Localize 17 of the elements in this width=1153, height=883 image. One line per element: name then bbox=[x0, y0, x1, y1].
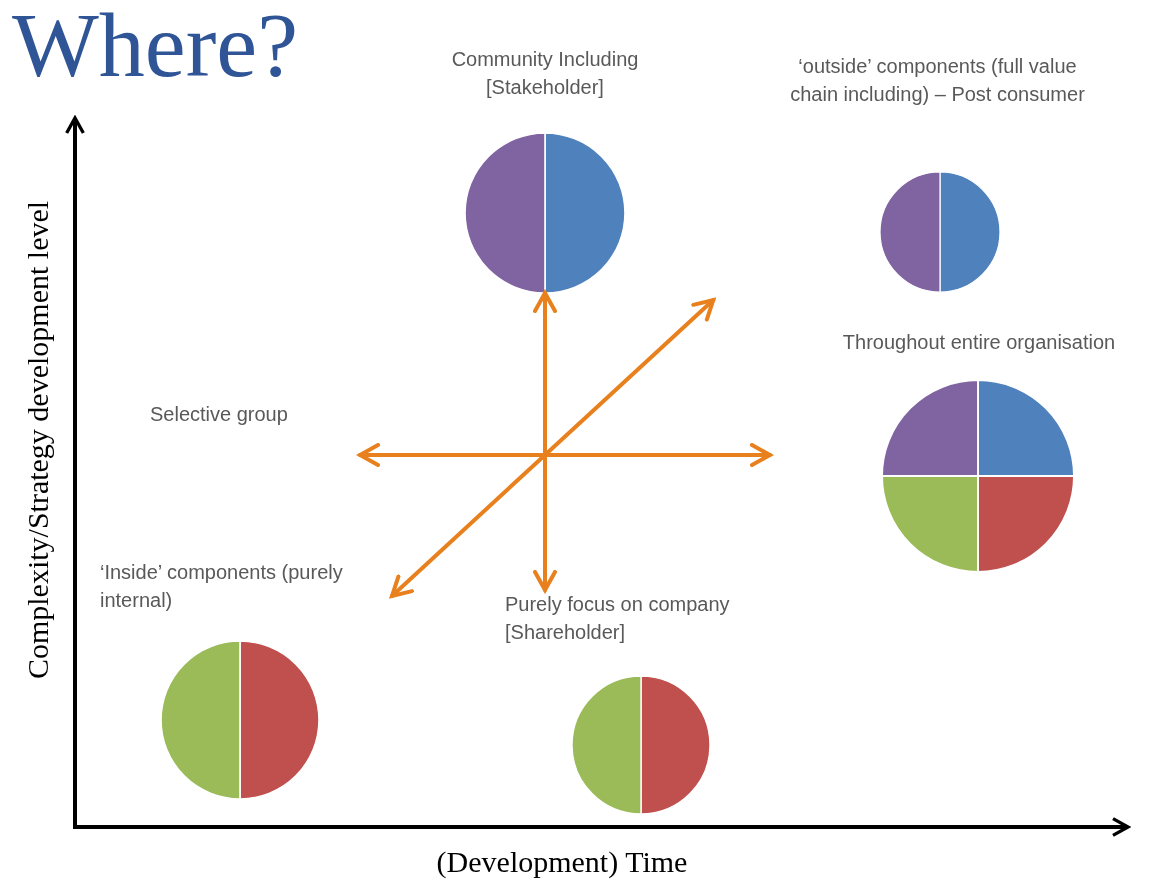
text-label: ‘outside’ components (full value chain including) – Post consumer bbox=[789, 54, 1086, 107]
pie-chart bbox=[465, 133, 625, 293]
title: Where? bbox=[12, 0, 298, 98]
pie-chart bbox=[161, 641, 319, 799]
pie-chart bbox=[572, 676, 710, 814]
pie-chart bbox=[880, 172, 1000, 292]
double-arrow bbox=[390, 298, 716, 598]
double-arrow bbox=[533, 291, 557, 592]
text-label: Purely focus on company [Shareholder] bbox=[505, 592, 731, 645]
text-label: Throughout entire organisation bbox=[841, 330, 1117, 355]
text-label: Selective group bbox=[150, 402, 289, 427]
axis-label: Complexity/Strategy development level bbox=[21, 200, 55, 680]
double-arrow bbox=[358, 443, 772, 467]
pie-chart bbox=[882, 380, 1074, 572]
axis-label: (Development) Time bbox=[436, 845, 688, 879]
text-label: ‘Inside’ components (purely internal) bbox=[100, 560, 344, 613]
text-label: Community Including [Stakeholder] bbox=[450, 47, 640, 100]
